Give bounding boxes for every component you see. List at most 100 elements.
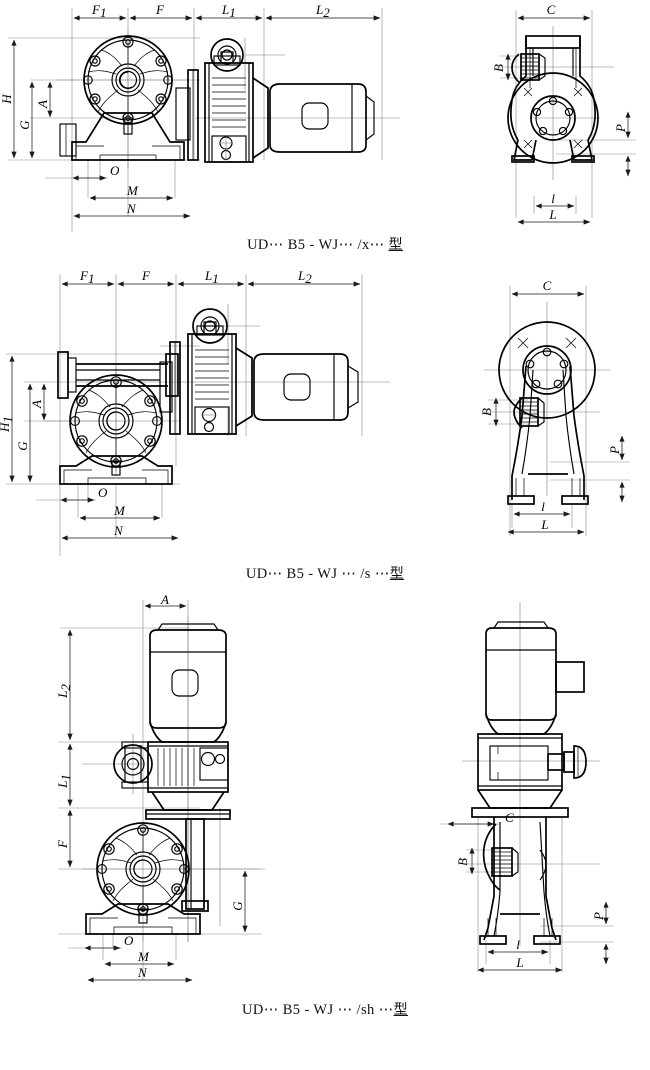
dim-label-O: O [124,933,134,948]
dimension-chain-bottom [60,497,179,541]
dim-label-B: B [455,858,470,866]
dim-label-H: H [0,94,14,105]
dim-label-A: A [29,400,44,409]
dim-label-L2: L2 [297,268,312,286]
dim-label-L1: L1 [204,268,219,286]
figure-3-caption-cjk: 型 [393,1002,408,1018]
dim-label-O: O [98,485,108,500]
dim-label-A: A [160,592,169,607]
bolt-circle [97,824,189,915]
dimension-side [493,291,625,535]
dim-label-P: P [591,912,606,921]
dimension-chain [67,603,248,983]
dim-label-l: l [551,191,555,206]
dim-label-l: l [541,499,545,514]
input-flange-left [59,123,77,157]
dim-label-A: A [35,100,50,109]
motor-adapter [252,77,269,159]
worm-gear-housing [96,822,190,916]
dim-label-H1: H1 [0,416,15,433]
electric-motor-side [485,621,585,735]
figure-1-side-view: C B P l L [491,2,636,225]
dim-label-L1: L1 [55,774,73,789]
dim-label-F: F [55,839,70,849]
dim-label-G: G [17,120,32,130]
motor-adapter [235,347,253,427]
coupling-flange [175,69,199,161]
figure-2-caption-cjk: 型 [389,566,405,582]
coupling-flange [159,341,181,435]
extension-lines-side [500,10,636,218]
figure-1-front-view: F1 F L1 L2 H G A O M N [0,2,400,232]
electric-motor [253,353,359,421]
housing-side-profile [479,817,561,945]
housing-side-profile [507,35,599,164]
dimension-side [447,821,609,973]
dim-label-M: M [137,949,150,964]
dim-label-F1: F1 [79,268,94,286]
dim-label-G: G [230,901,245,911]
dim-label-L: L [515,955,523,970]
figure-3-front-view: A L2 L1 F G O M N [55,592,265,983]
dim-label-O: O [110,163,120,178]
extension-lines-side [440,818,614,972]
dim-label-C: C [543,278,552,293]
figure-1-caption-cjk: 型 [388,237,403,253]
input-shaft-bearing [482,823,519,891]
bolt-circle [83,36,173,124]
figure-3: A L2 L1 F G O M N [0,592,650,996]
mounting-foot [59,455,173,485]
figure-2-caption: UD⋯ B5 - WJ ⋯ /s ⋯型 [0,563,650,583]
dim-label-L2: L2 [55,684,73,699]
center-lines [44,304,390,472]
dim-label-N: N [137,965,148,980]
extension-lines [8,8,383,232]
dim-label-F1: F1 [91,2,106,20]
figure-2-front-view: F1 F L1 L2 H1 G A O M N [0,268,390,556]
electric-motor [269,83,375,153]
dim-label-L: L [548,207,556,222]
inlet-tube [57,351,179,399]
dim-label-N: N [126,201,137,216]
gear-reducer [204,38,254,163]
dim-label-N: N [113,523,124,538]
mounting-foot [85,903,201,935]
dimension-chain-vertical [9,355,47,483]
dim-label-G: G [15,441,30,451]
center-lines-side [496,26,614,180]
input-shaft-bearing [513,397,545,429]
input-shaft-bearing [511,53,546,83]
extension-lines [58,600,262,980]
figure-1-caption-text: UD⋯ B5 - WJ⋯ /x⋯ [247,237,389,253]
gear-reducer-side [471,733,587,818]
dim-label-C: C [547,2,556,17]
housing-side-profile [498,321,596,505]
center-lines-side [484,302,610,496]
gear-reducer [187,308,237,435]
extension-lines [6,274,363,556]
figure-2-caption-text: UD⋯ B5 - WJ ⋯ /s ⋯ [245,566,390,582]
dim-label-P: P [607,446,622,455]
dim-label-B: B [491,64,506,72]
gear-reducer [113,741,231,820]
figure-3-caption-text: UD⋯ B5 - WJ ⋯ /sh ⋯ [242,1002,394,1018]
dim-label-M: M [126,183,139,198]
dim-label-L1: L1 [221,2,236,20]
feet-side [511,139,595,163]
dim-label-P: P [613,124,628,133]
dim-label-F: F [141,268,151,283]
dim-label-l: l [516,937,520,952]
figure-3-side-view: C B P l L [440,602,614,973]
dim-label-L: L [540,517,548,532]
figure-1-caption: UD⋯ B5 - WJ⋯ /x⋯ 型 [0,234,650,254]
worm-gear-housing [69,374,163,468]
bolt-circle [70,376,162,467]
center-lines-side [462,602,600,946]
dimension-chain-vertical [11,39,53,159]
dim-label-F: F [155,2,165,17]
figure-2-side-view: C B P l L [479,278,630,536]
dimension-chain-bottom [72,175,191,219]
dim-label-L2: L2 [315,2,330,20]
dim-label-M: M [113,503,126,518]
